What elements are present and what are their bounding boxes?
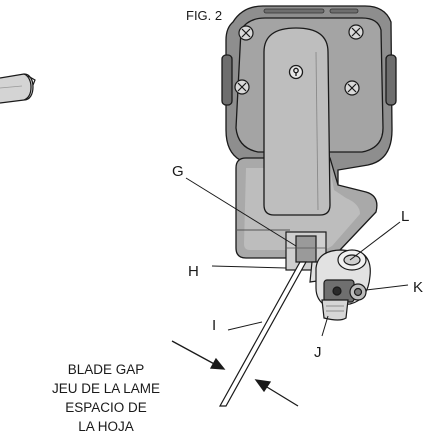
leader-line-j	[321, 315, 329, 337]
column	[263, 27, 331, 216]
callout-h: H	[188, 263, 199, 280]
arrow-icon	[171, 340, 226, 370]
leader-line-g	[185, 177, 297, 247]
housing-screws	[234, 24, 364, 96]
caption-line-4: LA HOJA	[78, 419, 134, 434]
leader-line-h	[211, 265, 287, 269]
callout-g: G	[172, 163, 184, 180]
callout-i: I	[212, 317, 216, 334]
figure-label: FIG. 2	[186, 8, 222, 23]
screw-icon	[238, 25, 254, 41]
leader-line-k	[365, 284, 409, 291]
lock-icon	[288, 64, 304, 80]
saw-blade	[218, 261, 308, 407]
callout-k: K	[413, 279, 423, 296]
arrow-icon	[254, 379, 299, 407]
leader-line-i	[227, 321, 263, 331]
callout-l: L	[401, 208, 409, 225]
leader-lines	[185, 177, 409, 337]
screw-icon	[348, 24, 364, 40]
callout-j: J	[314, 344, 322, 361]
caption-line-2: JEU DE LA LAME	[52, 381, 160, 396]
blade-gap-caption: BLADE GAP JEU DE LA LAME ESPACIO DE LA H…	[52, 362, 160, 434]
screw-icon	[344, 80, 360, 96]
handle-stub	[0, 73, 36, 104]
caption-line-1: BLADE GAP	[68, 362, 145, 377]
screw-icon	[234, 79, 250, 95]
caption-line-3: ESPACIO DE	[65, 400, 147, 415]
leader-line-l	[349, 221, 401, 261]
roller-guide	[315, 249, 371, 321]
blade-gap-arrows	[171, 340, 299, 407]
